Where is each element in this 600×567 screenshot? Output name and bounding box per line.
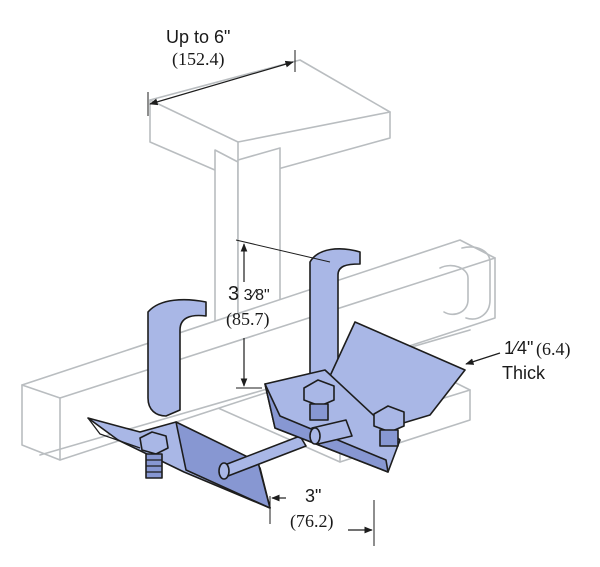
- flange-width-metric: (152.4): [172, 49, 225, 69]
- thickness-metric: (6.4): [536, 339, 571, 359]
- height-whole: 3: [228, 283, 240, 305]
- height-metric: (85.7): [226, 309, 270, 329]
- thickness-label: Thick: [502, 363, 546, 383]
- thickness-imperial: 1⁄4": [504, 338, 534, 358]
- plate-width-imperial: 3": [305, 486, 322, 506]
- dimension-lines: [147, 50, 501, 546]
- height-imperial: 3 3⁄8": [228, 284, 270, 304]
- height-fraction: 3⁄8": [243, 287, 270, 304]
- right-clamp: [264, 248, 466, 473]
- left-clamp: [87, 298, 307, 509]
- flange-width-imperial: Up to 6": [166, 27, 231, 47]
- plate-width-metric: (76.2): [290, 511, 334, 531]
